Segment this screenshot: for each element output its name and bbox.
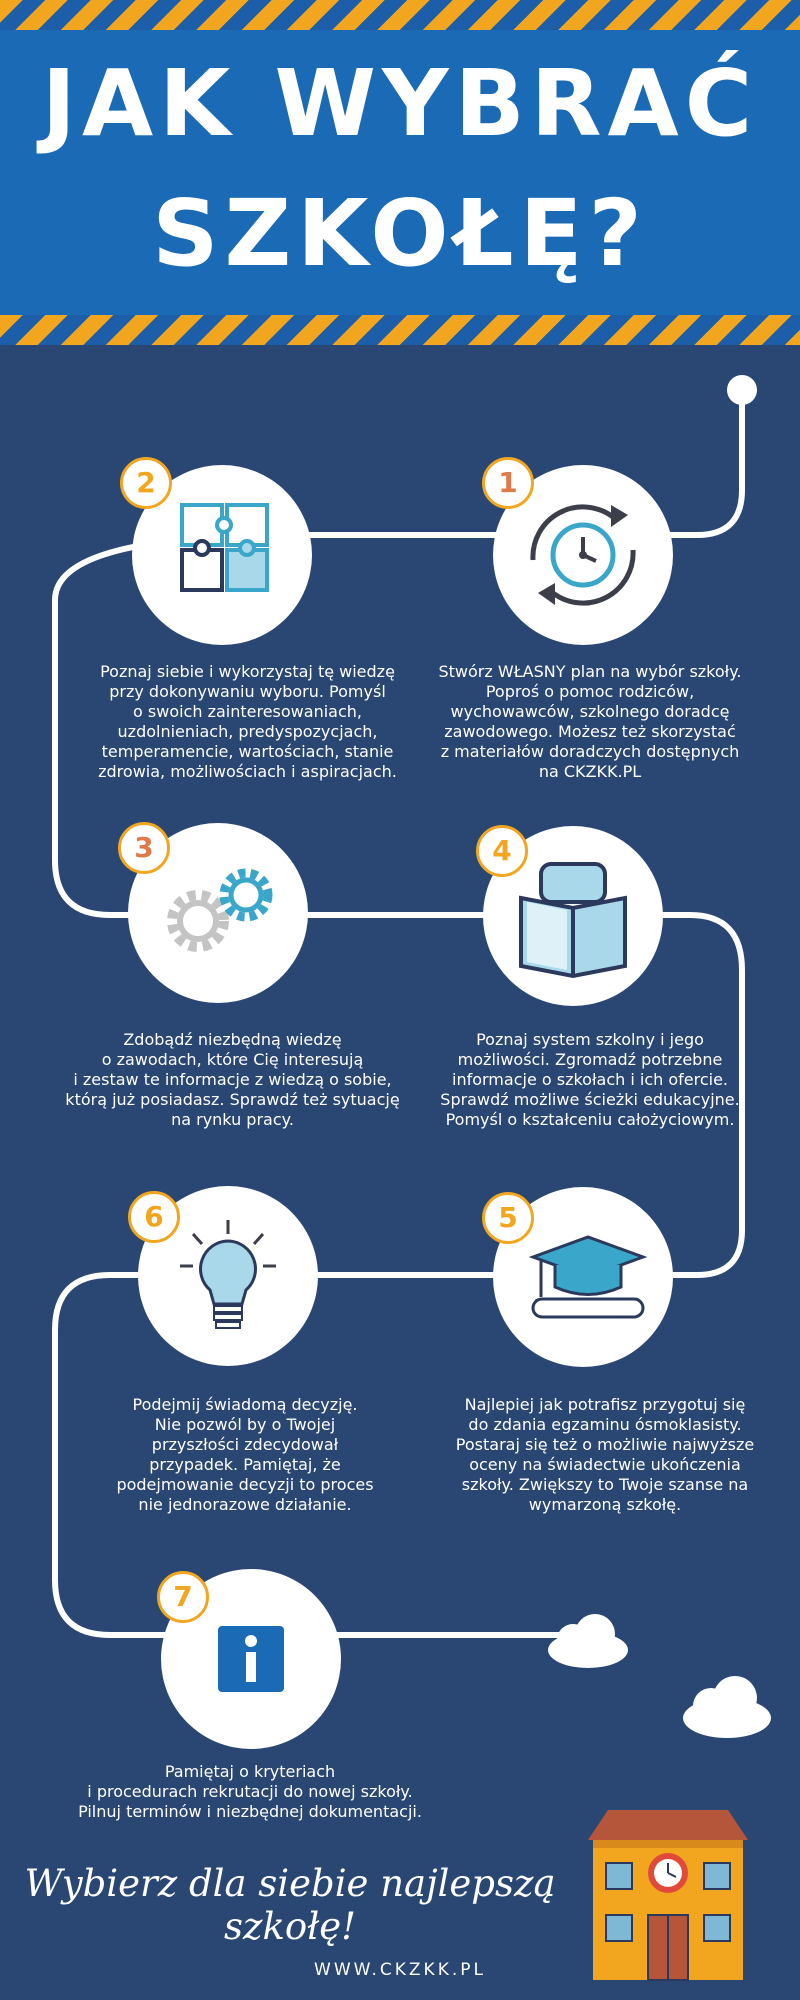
reading-book-icon (519, 862, 627, 979)
lightbulb-icon (180, 1220, 276, 1329)
info-icon (218, 1626, 284, 1692)
step-5-number: 5 (482, 1192, 534, 1244)
title-line-2: SZKOŁĘ? (152, 180, 648, 287)
cloud-icon (548, 1614, 628, 1668)
step-2-text: Poznaj siebie i wykorzystaj tę wiedzę pr… (98, 662, 397, 781)
step-1-text: Stwórz WŁASNY plan na wybór szkoły. Popr… (438, 662, 742, 781)
step-7-number: 7 (157, 1571, 209, 1623)
school-building-icon (588, 1810, 748, 1981)
step-3-text: Zdobądź niezbędną wiedzę o zawodach, któ… (65, 1030, 400, 1129)
step-6-text: Podejmij świadomą decyzję. Nie pozwól by… (116, 1395, 374, 1514)
slogan: Wybierz dla siebie najlepszą szkołę! (24, 1862, 556, 1948)
graduation-cap-icon (528, 1235, 648, 1319)
step-5-text: Najlepiej jak potrafisz przygotuj się do… (455, 1395, 755, 1514)
step-1-number: 1 (482, 457, 534, 509)
gears-icon (167, 868, 273, 952)
step-6-number: 6 (128, 1191, 180, 1243)
step-3-number: 3 (118, 822, 170, 874)
header-banner (0, 0, 800, 345)
step-2-number: 2 (120, 457, 172, 509)
bottom-hazard-stripe (0, 315, 800, 345)
step-7-text: Pamiętaj o kryteriach i procedurach rekr… (78, 1762, 422, 1821)
step-4-circle (483, 826, 663, 1006)
path-start-dot (727, 375, 757, 405)
step-4-text: Poznaj system szkolny i jego możliwości.… (440, 1030, 740, 1129)
cloud-icon (683, 1676, 771, 1738)
clock-cycle-icon (530, 504, 636, 606)
puzzle-icon (180, 503, 269, 592)
step-4-number: 4 (476, 825, 528, 877)
website-link[interactable]: WWW.CKZKK.PL (314, 1960, 486, 1980)
title-line-1: JAK WYBRAĆ (41, 50, 759, 157)
top-hazard-stripe (0, 0, 800, 30)
